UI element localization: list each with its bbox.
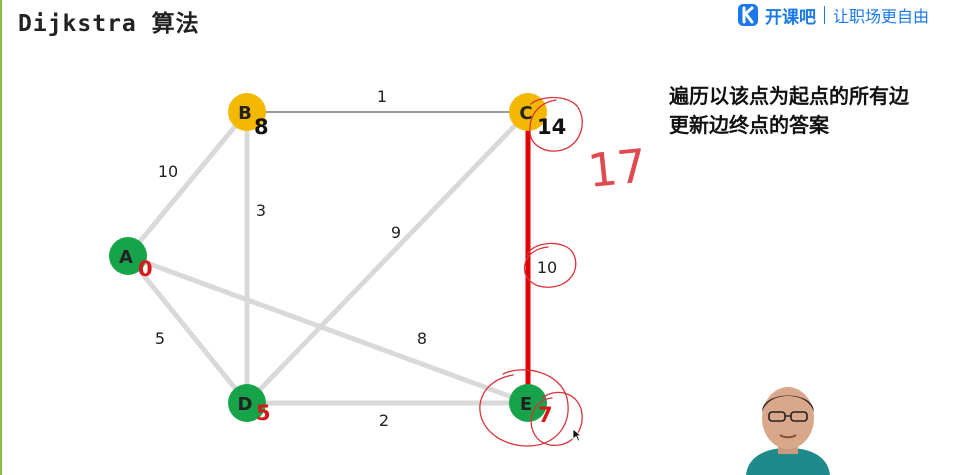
- edge-weight-a-d: 5: [155, 329, 165, 348]
- node-circle-c: [509, 93, 547, 131]
- node-b: B8: [228, 93, 269, 139]
- slide-left-rule: [0, 0, 2, 475]
- edge-weight-a-b: 10: [158, 162, 178, 181]
- ink-circle-node-e: [479, 369, 569, 447]
- brand-divider: [824, 6, 825, 24]
- node-label-d: D: [238, 394, 253, 415]
- node-label-b: B: [238, 103, 252, 124]
- brand-name: 开课吧: [765, 7, 816, 28]
- node-dist-a: 0: [138, 257, 153, 281]
- brand-slogan: 让职场更自由: [833, 7, 930, 26]
- node-c: C14: [509, 93, 566, 139]
- presenter-video-thumbnail: [746, 387, 830, 475]
- slide-title: Dijkstra 算法: [18, 11, 200, 37]
- edge-weight-b-d: 3: [256, 201, 266, 220]
- node-dist-d: 5: [256, 401, 271, 425]
- edge-a-e: [127, 253, 529, 406]
- node-circle-d: [228, 384, 266, 422]
- handwritten-annotation-text: 17: [585, 138, 649, 198]
- node-dist-c: 14: [537, 115, 566, 139]
- node-circle-b: [228, 93, 266, 131]
- note-line-1: 遍历以该点为起点的所有边: [669, 84, 909, 108]
- note-line-2: 更新边终点的答案: [669, 113, 829, 137]
- brand-bar: 开课吧 让职场更自由: [737, 1, 929, 29]
- edge-weight-c-d: 9: [391, 223, 401, 242]
- node-dist-e: 7: [538, 403, 553, 427]
- node-label-a: A: [119, 247, 133, 268]
- node-circle-a: [109, 237, 147, 275]
- slide-note: 遍历以该点为起点的所有边 更新边终点的答案: [669, 82, 909, 140]
- mouse-cursor-icon: [572, 428, 582, 442]
- edge-a-b: [126, 110, 249, 258]
- edges-layer: 10 1 3 9 10 5 8 2: [126, 87, 557, 430]
- edge-c-d: [245, 110, 530, 405]
- ink-circle-c-dist: [529, 96, 583, 152]
- edge-a-d: [126, 254, 249, 405]
- node-label-e: E: [520, 394, 532, 415]
- node-circle-e: [509, 384, 547, 422]
- node-dist-b: 8: [254, 115, 269, 139]
- edge-weight-b-c: 1: [377, 87, 387, 106]
- edge-weight-a-e: 8: [417, 329, 427, 348]
- edge-weight-c-e: 10: [537, 258, 557, 277]
- ink-circle-e-dist: [530, 391, 583, 446]
- edge-weight-d-e: 2: [379, 411, 389, 430]
- ink-circle-edge-10: [523, 242, 577, 288]
- handwritten-annotations: 17: [479, 96, 649, 447]
- kaikeba-logo-icon: [738, 4, 758, 26]
- node-label-c: C: [519, 103, 532, 124]
